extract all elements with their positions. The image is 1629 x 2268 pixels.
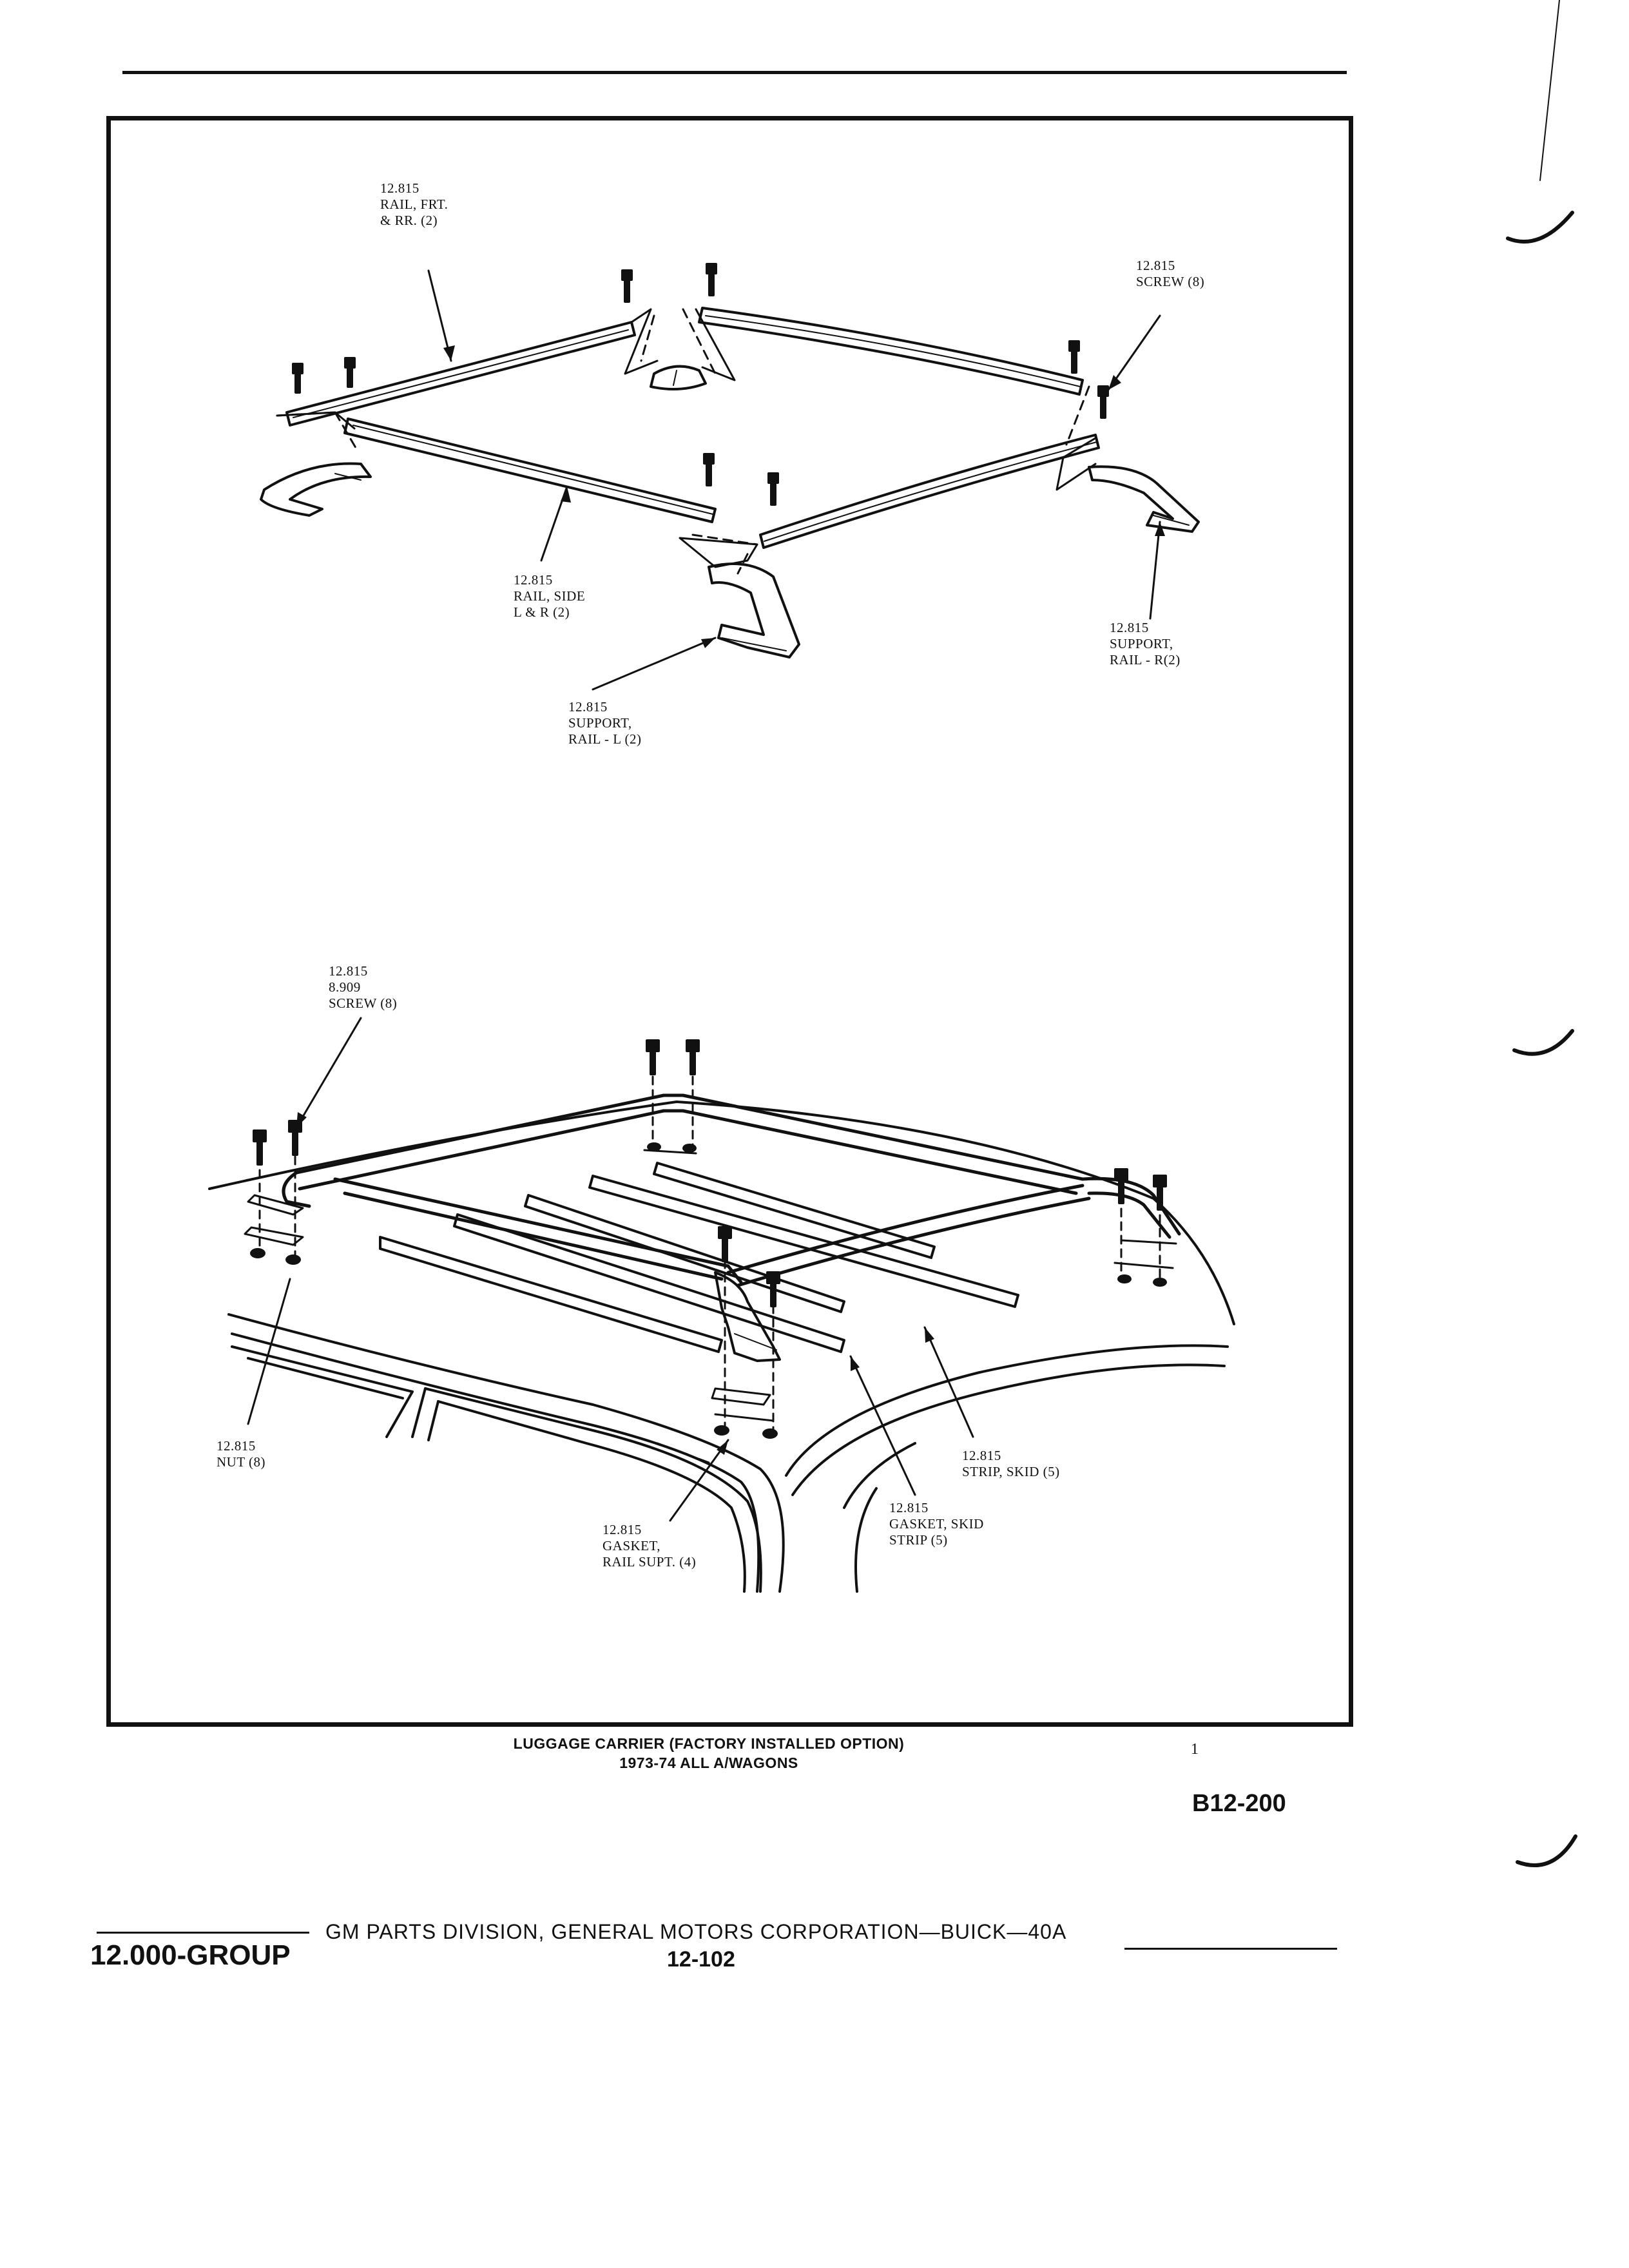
callout-gasket-rail-supt: 12.815 GASKET, RAIL SUPT. (4) [602, 1522, 697, 1570]
scan-margin-marks [1506, 0, 1577, 1867]
support-rail-left-rear [708, 562, 800, 658]
screw-icons [292, 263, 1109, 506]
callout-screw-lower: 12.815 8.909 SCREW (8) [329, 963, 398, 1011]
front-rail-right [698, 307, 1084, 396]
assembled-view [208, 1017, 1235, 1593]
callout-rail-side: 12.815 RAIL, SIDE L & R (2) [514, 572, 586, 620]
top-rule [122, 71, 1347, 74]
side-rail-right [759, 434, 1100, 549]
leader-arrowheads [443, 345, 1165, 648]
callout-support-rail-r: 12.815 SUPPORT, RAIL - R(2) [1110, 620, 1181, 668]
corner-dashes [276, 308, 1090, 575]
figure-code: B12-200 [1192, 1790, 1286, 1817]
skid-strips [379, 1162, 1019, 1353]
callout-screw-top: 12.815 SCREW (8) [1136, 258, 1205, 289]
illustration-frame [106, 116, 1353, 1727]
figure-caption-subtitle: 1973-74 ALL A/WAGONS [619, 1754, 798, 1771]
footer-group: 12.000-GROUP [90, 1939, 291, 1971]
support-rail-right [1088, 465, 1200, 533]
carrier-rails [282, 1093, 1181, 1287]
callout-rail-front-rear: 12.815 RAIL, FRT. & RR. (2) [380, 180, 448, 228]
footer-rule-left [97, 1932, 309, 1934]
exploded-view [260, 263, 1200, 691]
front-rail-left [285, 321, 636, 427]
page-mark: 1 [1191, 1741, 1199, 1758]
side-rail-left [343, 418, 717, 523]
callout-support-rail-l: 12.815 SUPPORT, RAIL - L (2) [568, 699, 642, 747]
leader-lines-lower [247, 1017, 974, 1522]
side-windows [231, 1345, 762, 1593]
roof-outline [208, 1100, 1235, 1593]
screw-icons-lower [253, 1039, 1167, 1307]
front-support-center [650, 365, 707, 390]
screw-dash-lines [258, 1062, 1161, 1435]
callout-strip-skid: 12.815 STRIP, SKID (5) [962, 1448, 1060, 1479]
footer-publisher: GM PARTS DIVISION, GENERAL MOTORS CORPOR… [325, 1920, 1067, 1943]
callout-gasket-skid-strip: 12.815 GASKET, SKID STRIP (5) [889, 1500, 984, 1548]
support-rail-left-front [260, 462, 372, 517]
footer-page-number: 12-102 [667, 1947, 735, 1972]
callout-nut: 12.815 NUT (8) [217, 1438, 266, 1470]
leader-arrowheads-lower [296, 1112, 934, 1455]
figure-caption-title: LUGGAGE CARRIER (FACTORY INSTALLED OPTIO… [513, 1735, 905, 1752]
break-lines [276, 308, 1097, 568]
footer-rule-right [1124, 1948, 1337, 1950]
